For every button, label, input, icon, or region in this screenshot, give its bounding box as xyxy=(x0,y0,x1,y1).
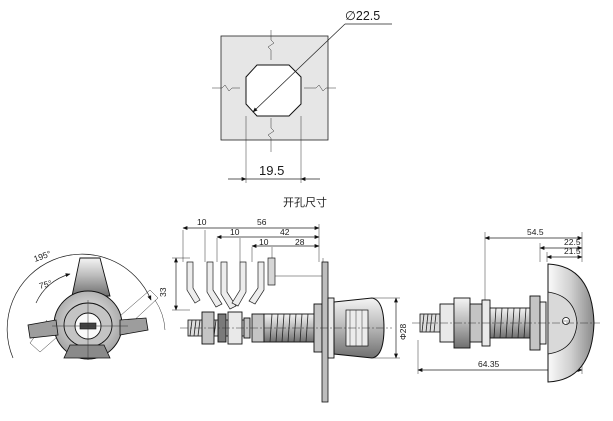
break-line-top xyxy=(267,30,275,60)
dim-33: 33 xyxy=(158,287,168,297)
housing-wing-left xyxy=(27,319,59,339)
ghost-handle-right xyxy=(119,289,159,327)
housing-base xyxy=(63,344,111,359)
angle-75-label: 75° xyxy=(38,278,53,291)
dim-10-mid: 10 xyxy=(230,227,240,237)
dim-28: 28 xyxy=(295,237,305,247)
dim-54-5: 54.5 xyxy=(527,227,544,237)
cutout-hole xyxy=(245,64,302,117)
right-view: 54.5 22.5 21.5 64.35 xyxy=(412,227,600,383)
dim-22-5: 22.5 xyxy=(564,237,581,247)
dim-21-5: 21.5 xyxy=(564,246,581,256)
dim-dia-28: Φ28 xyxy=(398,323,408,340)
cutout-detail: ∅22.5 19.5 开孔尺寸 xyxy=(212,9,392,209)
dim-56: 56 xyxy=(257,217,267,227)
handle-lever xyxy=(71,257,111,297)
dim-10-top: 10 xyxy=(197,217,207,227)
swing-arc-right xyxy=(154,299,166,331)
dim-64-35: 64.35 xyxy=(478,359,500,369)
swing-arc-75 xyxy=(35,273,71,304)
cutout-diameter-label: ∅22.5 xyxy=(345,9,380,23)
break-line-left xyxy=(212,84,240,92)
diameter-leader xyxy=(252,23,346,113)
front-view: 195° 75° xyxy=(6,248,166,360)
housing-wing-right xyxy=(119,317,149,336)
swing-arc-195 xyxy=(6,253,152,359)
mounting-plate xyxy=(321,261,329,403)
cam-arms xyxy=(186,257,324,310)
side-view: 56 10 10 42 10 28 33 xyxy=(158,217,408,403)
dim-10-low: 10 xyxy=(259,237,269,247)
break-line-right xyxy=(304,84,336,92)
cutout-caption: 开孔尺寸 xyxy=(283,195,327,209)
break-line-bottom xyxy=(267,118,275,152)
cutout-width-label: 19.5 xyxy=(259,163,284,178)
dim-42: 42 xyxy=(280,227,290,237)
